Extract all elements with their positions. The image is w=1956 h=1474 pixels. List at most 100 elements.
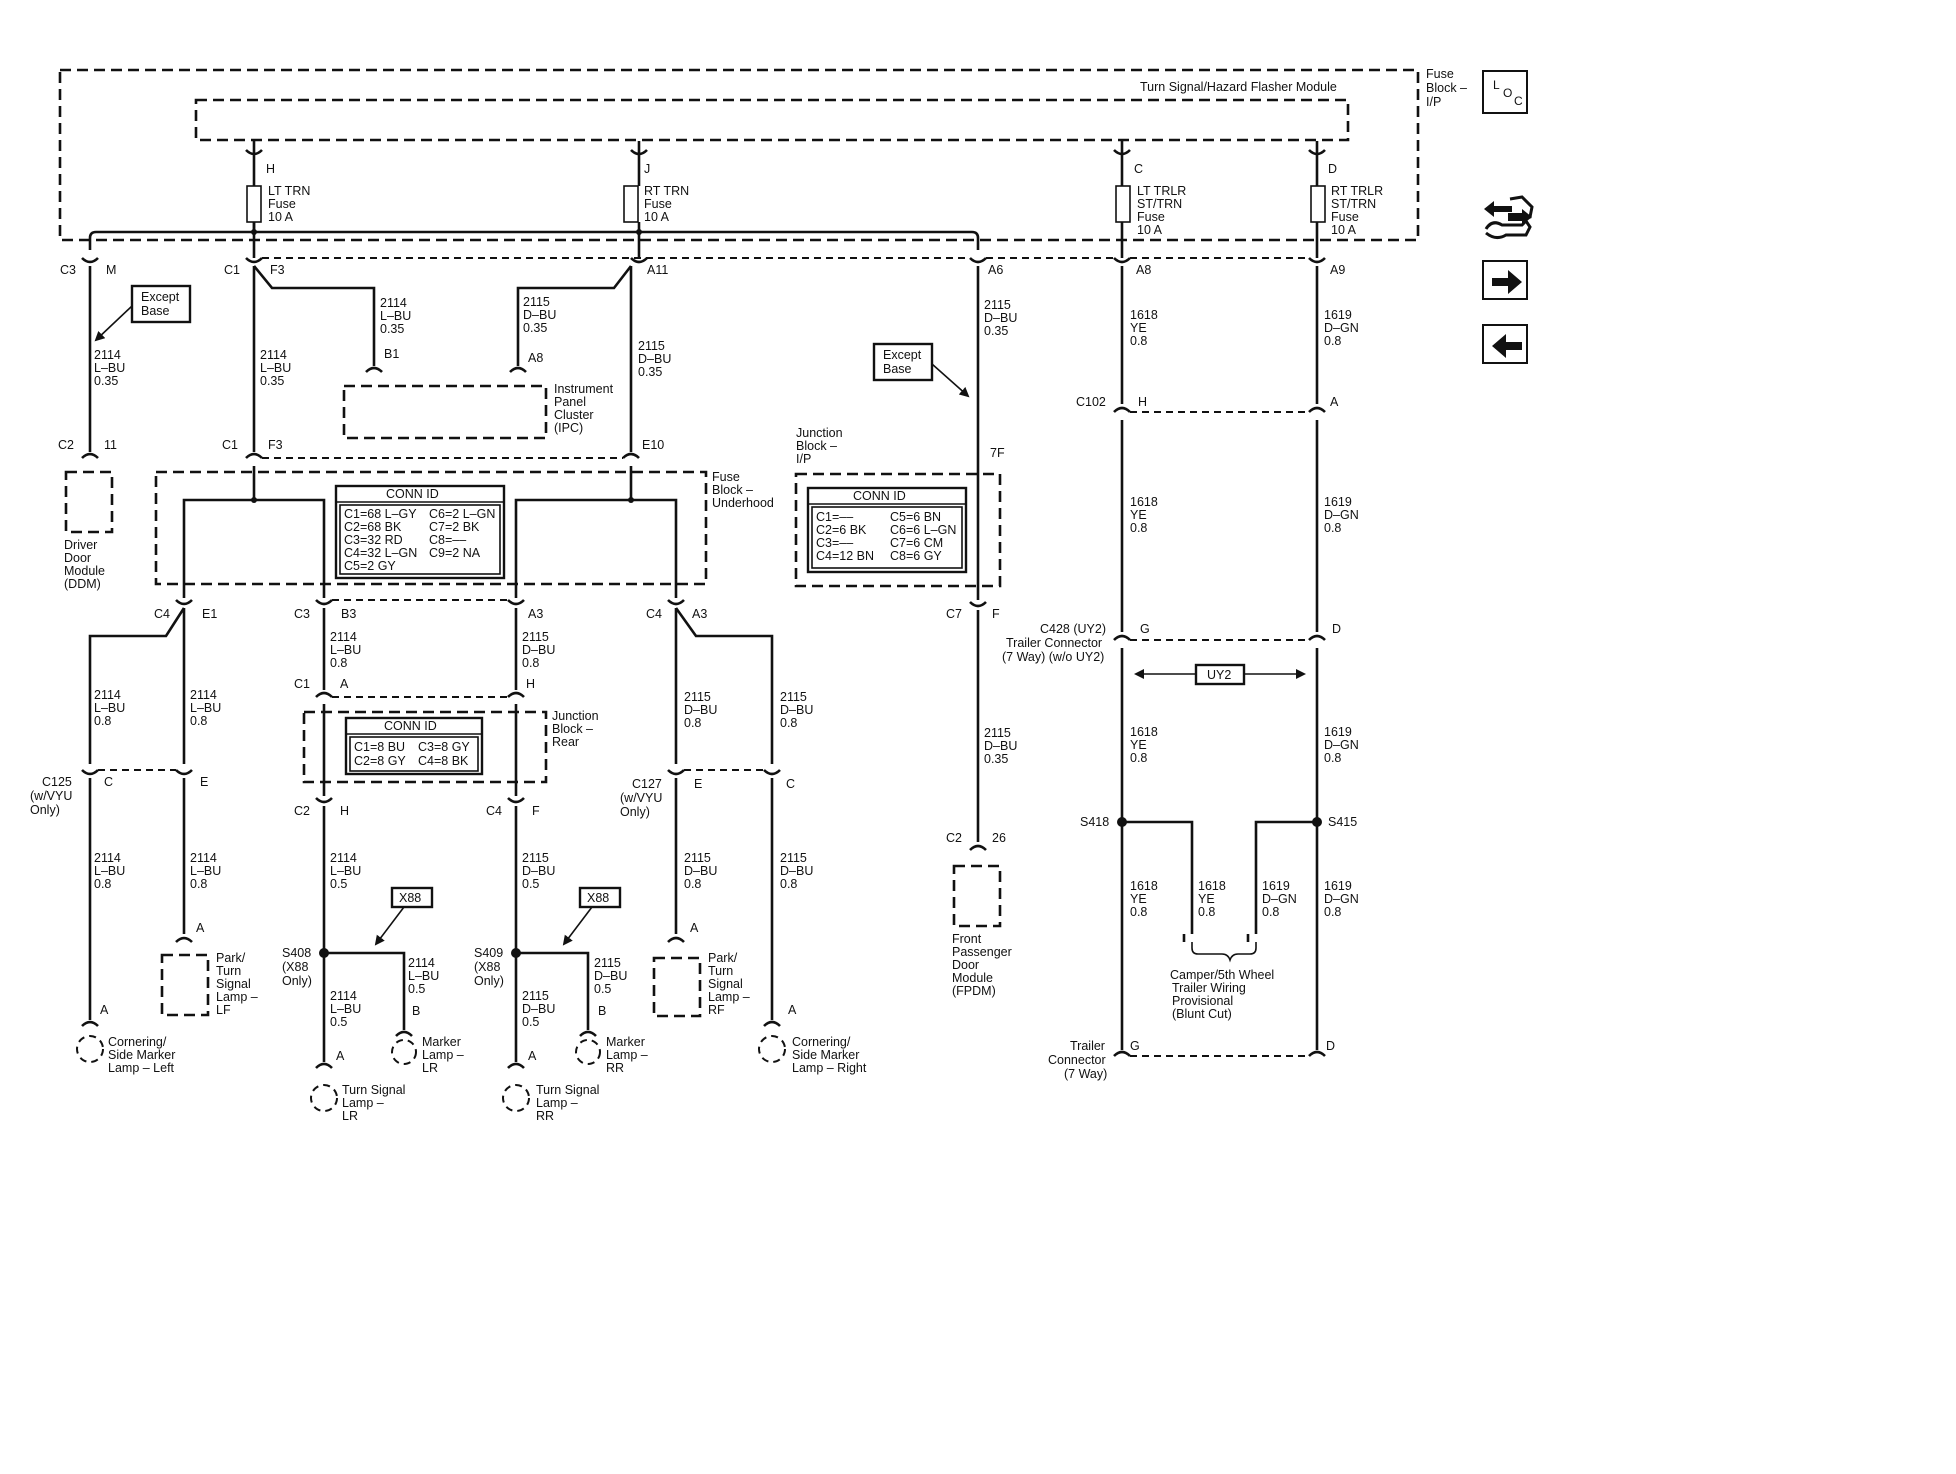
pin-e1: E1 <box>202 607 217 621</box>
svg-text:(FPDM): (FPDM) <box>952 984 996 998</box>
svg-text:D–BU: D–BU <box>522 1002 555 1016</box>
svg-text:0.8: 0.8 <box>1324 334 1341 348</box>
svg-text:C127: C127 <box>632 777 662 791</box>
junction-block-ip-label: Junction Block – I/P <box>796 426 843 466</box>
svg-text:Turn Signal: Turn Signal <box>342 1083 405 1097</box>
park-lamp-lf-outline <box>160 953 210 1017</box>
svg-text:D–GN: D–GN <box>1324 892 1359 906</box>
pin-a-park-lf: A <box>196 921 205 935</box>
c127-label: C127 (w/VYU Only) <box>620 777 662 819</box>
svg-text:0.35: 0.35 <box>260 374 284 388</box>
wire-label-b3: 2114 L–BU 0.8 <box>330 630 361 670</box>
svg-text:D–BU: D–BU <box>594 969 627 983</box>
svg-text:C2=68 BK: C2=68 BK <box>344 520 402 534</box>
arrow-right-icon <box>1492 270 1522 294</box>
svg-text:D–BU: D–BU <box>984 311 1017 325</box>
svg-text:Only): Only) <box>474 974 504 988</box>
svg-text:(DDM): (DDM) <box>64 577 101 591</box>
svg-text:0.8: 0.8 <box>1324 521 1341 535</box>
svg-text:1618: 1618 <box>1130 308 1158 322</box>
pin-a-corner-r: A <box>788 1003 797 1017</box>
svg-text:Fuse: Fuse <box>644 197 672 211</box>
svg-text:Connector: Connector <box>1048 1053 1106 1067</box>
svg-text:Driver: Driver <box>64 538 97 552</box>
next-page-button[interactable] <box>1482 260 1528 300</box>
wire-label-lf-b: 2114 L–BU 0.8 <box>190 688 221 728</box>
svg-text:Lamp –: Lamp – <box>216 990 258 1004</box>
pin-a3-right: A3 <box>692 607 707 621</box>
svg-text:0.8: 0.8 <box>1130 521 1147 535</box>
wire-label-ddm: 2114 L–BU 0.35 <box>94 348 125 388</box>
svg-text:0.8: 0.8 <box>1130 905 1147 919</box>
svg-text:1618: 1618 <box>1130 725 1158 739</box>
svg-text:RF: RF <box>708 1003 725 1017</box>
trailer-connector-label: Trailer Connector (7 Way) <box>1048 1039 1107 1081</box>
junction-block-ip-outline <box>794 472 1002 588</box>
wire-label-s409-branch: 2115 D–BU 0.5 <box>594 956 627 996</box>
svg-text:D–BU: D–BU <box>984 739 1017 753</box>
svg-text:C1=68 L–GY: C1=68 L–GY <box>344 507 417 521</box>
svg-text:0.5: 0.5 <box>330 1015 347 1029</box>
previous-page-button[interactable] <box>1482 324 1528 364</box>
svg-text:1618: 1618 <box>1130 879 1158 893</box>
svg-text:C1=8 BU: C1=8 BU <box>354 740 405 754</box>
ipc-outline <box>342 384 548 440</box>
svg-text:C125: C125 <box>42 775 72 789</box>
svg-text:(X88: (X88 <box>282 960 308 974</box>
svg-text:X88: X88 <box>399 891 421 905</box>
svg-text:1619: 1619 <box>1324 308 1352 322</box>
pin-a-corner-l: A <box>100 1003 109 1017</box>
svg-text:C7=6 CM: C7=6 CM <box>890 536 943 550</box>
svg-text:0.8: 0.8 <box>522 656 539 670</box>
arrow-left-icon <box>1492 334 1522 358</box>
wiring-diagram: Turn Signal/Hazard Flasher Module Fuse B… <box>30 67 1467 1123</box>
svg-text:LF: LF <box>216 1003 231 1017</box>
svg-text:1619: 1619 <box>1324 725 1352 739</box>
pin-a-c102: A <box>1330 395 1339 409</box>
pin-c-rf: C <box>786 777 795 791</box>
pin-c7: C7 <box>946 607 962 621</box>
svg-text:C8=6 GY: C8=6 GY <box>890 549 942 563</box>
svg-text:0.8: 0.8 <box>1130 751 1147 765</box>
svg-text:YE: YE <box>1130 508 1147 522</box>
svg-text:0.35: 0.35 <box>94 374 118 388</box>
wire-label-corner-r: 2115 D–BU 0.8 <box>780 851 813 891</box>
svg-text:0.5: 0.5 <box>408 982 425 996</box>
svg-text:Side Marker: Side Marker <box>108 1048 175 1062</box>
pin-b3: B3 <box>341 607 356 621</box>
svg-text:Signal: Signal <box>708 977 743 991</box>
svg-text:Only): Only) <box>282 974 312 988</box>
svg-text:C6=6 L–GN: C6=6 L–GN <box>890 523 956 537</box>
svg-text:2114: 2114 <box>330 989 357 1003</box>
fuse-block-underhood-outline <box>154 470 708 586</box>
tool-icon[interactable] <box>1482 193 1536 245</box>
except-base-note-1: Except Base <box>130 284 192 324</box>
svg-text:0.35: 0.35 <box>984 752 1008 766</box>
pin-e-lf: E <box>200 775 208 789</box>
svg-text:Turn: Turn <box>216 964 241 978</box>
svg-text:C8=––: C8=–– <box>429 533 466 547</box>
pin-b-marker-lr: B <box>412 1004 420 1018</box>
svg-text:LR: LR <box>422 1061 438 1075</box>
svg-text:RR: RR <box>606 1061 624 1075</box>
svg-text:D–BU: D–BU <box>522 643 555 657</box>
pin-a9-top: A9 <box>1330 263 1345 277</box>
park-lamp-rf-label: Park/ Turn Signal Lamp – RF <box>708 951 750 1017</box>
svg-text:2115: 2115 <box>522 630 549 644</box>
svg-text:(w/VYU: (w/VYU <box>620 791 662 805</box>
wire-label-park-lf: 2114 L–BU 0.8 <box>190 851 221 891</box>
svg-text:0.8: 0.8 <box>330 656 347 670</box>
wire-label-rf-a: 2115 D–BU 0.8 <box>684 690 717 730</box>
except-base-note-2: Except Base <box>872 342 934 382</box>
svg-text:YE: YE <box>1130 738 1147 752</box>
svg-text:Fuse: Fuse <box>1426 67 1454 81</box>
pin-h-c102: H <box>1138 395 1147 409</box>
wire-label-c1-down: 2114 L–BU 0.35 <box>260 348 291 388</box>
x88-note-lr: X88 <box>390 886 434 909</box>
ddm-label: Driver Door Module (DDM) <box>64 538 105 591</box>
fpdm-label: Front Passenger Door Module (FPDM) <box>952 932 1012 998</box>
pin-a8-top: A8 <box>1136 263 1151 277</box>
svg-text:C5=2 GY: C5=2 GY <box>344 559 396 573</box>
svg-text:2114: 2114 <box>260 348 287 362</box>
